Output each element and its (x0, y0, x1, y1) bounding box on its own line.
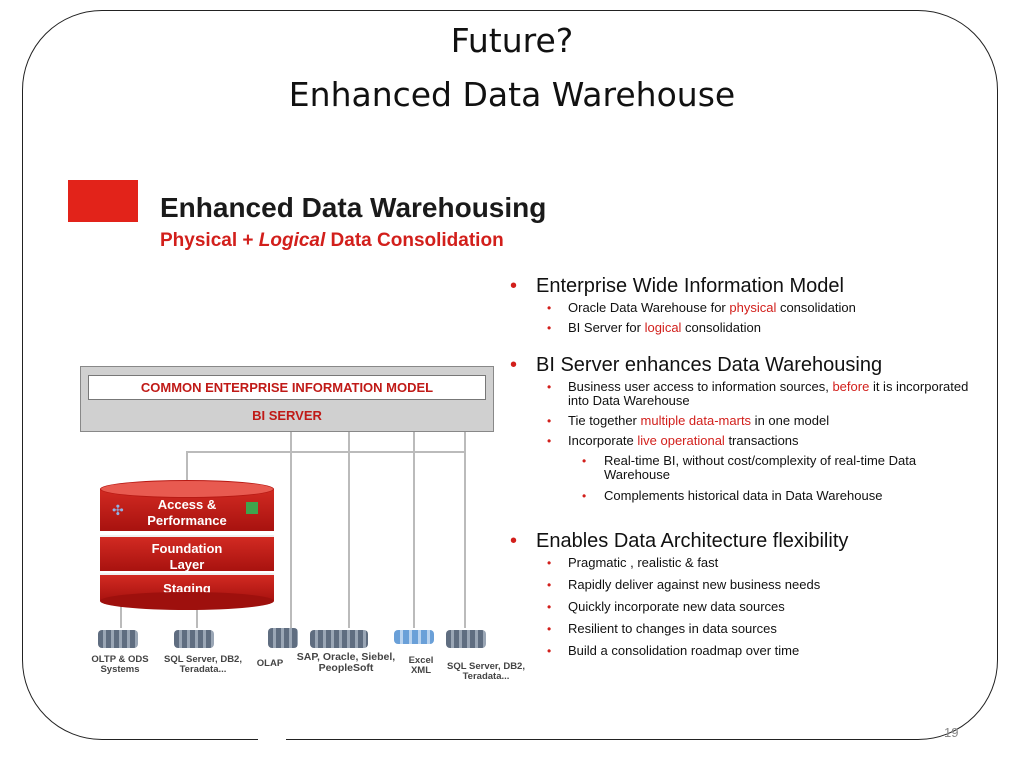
sub-bullet: Resilient to changes in data sources (510, 622, 980, 637)
bullet-list: Enterprise Wide Information Model Oracle… (510, 274, 980, 664)
section-subheading: Physical + Logical Data Consolidation (160, 230, 504, 252)
subheading-part1: Physical + (160, 230, 259, 251)
connector-olap (290, 432, 292, 628)
source-olap-label: OLAP (256, 658, 284, 669)
source-sap-label: SAP, Oracle, Siebel, PeopleSoft (296, 651, 396, 674)
sub-sub-bullet: Real-time BI, without cost/complexity of… (510, 454, 980, 482)
page-number: 19 (944, 725, 959, 740)
sub-bullet: Pragmatic , realistic & fast (510, 556, 980, 571)
source-sql1-label: SQL Server, DB2, Teradata... (164, 654, 242, 675)
server-icon (446, 630, 486, 648)
slide-frame (22, 10, 998, 740)
source-oltp-label: OLTP & ODS Systems (91, 654, 149, 675)
connector-cylinder (186, 451, 188, 489)
connector-sap (348, 432, 350, 628)
connector-excel (413, 432, 415, 628)
layer-access-label: Access & Performance (147, 497, 227, 528)
bullet-bi-server: BI Server enhances Data Warehousing (510, 353, 980, 377)
sub-bullet: Build a consolidation roadmap over time (510, 644, 980, 659)
slide-title-line1: Future? (450, 21, 574, 60)
red-accent-block (68, 180, 138, 222)
common-model-label: COMMON ENTERPRISE INFORMATION MODEL (88, 375, 486, 400)
connector-oltp (120, 598, 122, 628)
sub-bullet: Tie together multiple data-marts in one … (510, 414, 980, 429)
cylinder-top (100, 480, 274, 498)
server-icon (174, 630, 214, 648)
source-sql2-label: SQL Server, DB2, Teradata... (447, 661, 525, 682)
connector-sql1 (196, 598, 198, 628)
sub-bullet: Rapidly deliver against new business nee… (510, 578, 980, 593)
section-heading: Enhanced Data Warehousing (160, 192, 547, 223)
olap-server-icon (268, 628, 298, 648)
sub-list-flexibility: Pragmatic , realistic & fast Rapidly del… (510, 556, 980, 659)
subheading-italic: Logical (258, 230, 326, 251)
sub-bullet: Quickly incorporate new data sources (510, 600, 980, 615)
bi-server-label: BI SERVER (252, 408, 322, 423)
layer-foundation-label: Foundation Layer (151, 541, 223, 572)
excel-xml-icon (394, 630, 434, 644)
bullet-info-model: Enterprise Wide Information Model (510, 274, 980, 298)
bullet-flexibility: Enables Data Architecture flexibility (510, 529, 980, 553)
sub-list-bi-server: Business user access to information sour… (510, 380, 980, 504)
sub-sub-bullet: Complements historical data in Data Ware… (510, 489, 980, 504)
slide-title-line2: Enhanced Data Warehouse (288, 75, 736, 114)
server-icon (98, 630, 138, 648)
source-excel-label: Excel XML (408, 655, 434, 676)
sub-bullet: Oracle Data Warehouse for physical conso… (510, 301, 980, 316)
subheading-part2: Data Consolidation (325, 230, 504, 251)
sub-bullet: BI Server for logical consolidation (510, 321, 980, 336)
data-warehouse-cylinder: Access & Performance Foundation Layer St… (100, 480, 274, 610)
frame-gap (258, 735, 286, 745)
sub-bullet: Business user access to information sour… (510, 380, 980, 408)
server-icon (310, 630, 368, 648)
sub-bullet: Incorporate live operational transaction… (510, 434, 980, 449)
cube-grid-icon: ✣ (112, 502, 124, 518)
bi-server-box: COMMON ENTERPRISE INFORMATION MODEL BI S… (80, 366, 494, 432)
sub-list-info-model: Oracle Data Warehouse for physical conso… (510, 301, 980, 336)
layer-foundation: Foundation Layer (100, 535, 274, 572)
cube-icon (246, 502, 258, 514)
connector-horizontal (186, 451, 464, 453)
cylinder-bottom (100, 592, 274, 610)
connector-sql2 (464, 432, 466, 628)
